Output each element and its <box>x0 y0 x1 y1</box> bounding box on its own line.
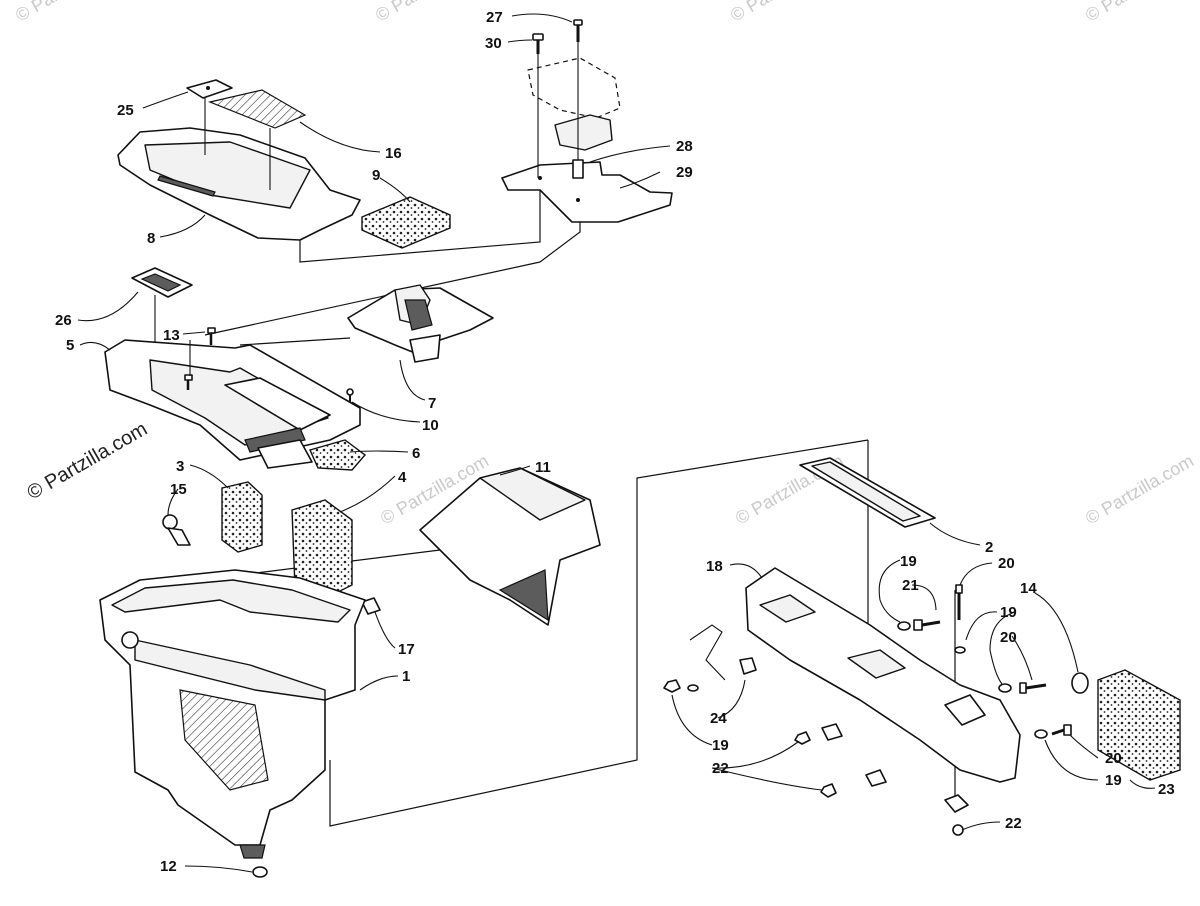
part-29-plate <box>501 161 673 223</box>
callout-29: 29 <box>676 164 693 181</box>
part-23-filter <box>1097 669 1181 781</box>
callout-22: 22 <box>1005 815 1022 832</box>
hardware-washers-nuts <box>663 584 1072 836</box>
callout-3: 3 <box>176 458 184 475</box>
part-9-filter-pad <box>361 196 451 249</box>
callout-16: 16 <box>385 145 402 162</box>
callout-27: 27 <box>486 9 503 26</box>
callout-15: 15 <box>170 481 187 498</box>
watermark-main: © Partzilla.com <box>24 418 152 504</box>
callout-28: 28 <box>676 138 693 155</box>
watermark: © Partzilla.com <box>12 0 127 25</box>
callout-8: 8 <box>147 230 155 247</box>
callout-4: 4 <box>398 469 407 486</box>
watermark: © Partzilla.com <box>727 0 842 25</box>
callout-17: 17 <box>398 641 415 658</box>
callout-19: 19 <box>1000 604 1017 621</box>
callout-5: 5 <box>66 337 74 354</box>
callout-7: 7 <box>428 395 436 412</box>
part-1-airbox <box>99 569 366 859</box>
part-8-lid <box>117 98 361 241</box>
watermark: © Partzilla.com <box>372 0 487 25</box>
callout-18: 18 <box>706 558 723 575</box>
callout-30: 30 <box>485 35 502 52</box>
callout-21: 21 <box>902 577 919 594</box>
part-28-switch-housing <box>527 40 621 179</box>
part-15-fitting <box>162 514 191 546</box>
callout-11: 11 <box>535 459 551 476</box>
screw-27 <box>573 19 583 42</box>
callout-24: 24 <box>710 710 727 727</box>
part-2-bezel <box>799 457 936 528</box>
callout-labels: 27 30 25 16 28 29 9 8 26 13 5 7 10 6 3 4… <box>55 9 1175 875</box>
part-11-duct <box>419 467 601 626</box>
callout-12: 12 <box>160 858 177 875</box>
part-7-intake <box>347 284 494 363</box>
leader-lines <box>77 13 1156 873</box>
part-24-bracket <box>689 624 726 681</box>
callout-19: 19 <box>900 553 917 570</box>
callout-6: 6 <box>412 445 420 462</box>
part-3-foam-pad <box>221 481 263 553</box>
part-14-cap <box>1071 672 1089 694</box>
watermark: © Partzilla.com <box>1082 0 1197 25</box>
callout-22: 22 <box>712 760 729 777</box>
callout-19: 19 <box>712 737 729 754</box>
part-18-console <box>745 567 1021 783</box>
watermark: © Partzilla.com <box>1082 450 1197 528</box>
callout-20: 20 <box>998 555 1015 572</box>
callout-23: 23 <box>1158 781 1175 798</box>
screw-30 <box>532 33 544 54</box>
part-5-base-plate <box>104 339 361 461</box>
part-26-seal <box>131 267 193 382</box>
callout-2: 2 <box>985 539 993 556</box>
callout-20: 20 <box>1000 629 1017 646</box>
watermarks: © Partzilla.com © Partzilla.com © Partzi… <box>12 0 1197 528</box>
part-17-fitting <box>361 597 381 615</box>
screw-13 <box>184 327 216 390</box>
callout-14: 14 <box>1020 580 1037 597</box>
part-6-gasket <box>257 439 367 471</box>
callout-20: 20 <box>1105 750 1122 767</box>
callout-26: 26 <box>55 312 72 329</box>
part-25-plate <box>186 79 233 99</box>
callout-9: 9 <box>372 167 380 184</box>
callout-13: 13 <box>163 327 180 344</box>
screw-10 <box>346 388 354 402</box>
callout-10: 10 <box>422 417 439 434</box>
part-12-plug <box>252 866 268 878</box>
callout-19: 19 <box>1105 772 1122 789</box>
part-16-vent-grille <box>207 89 307 129</box>
callout-1: 1 <box>402 668 410 685</box>
callout-25: 25 <box>117 102 134 119</box>
